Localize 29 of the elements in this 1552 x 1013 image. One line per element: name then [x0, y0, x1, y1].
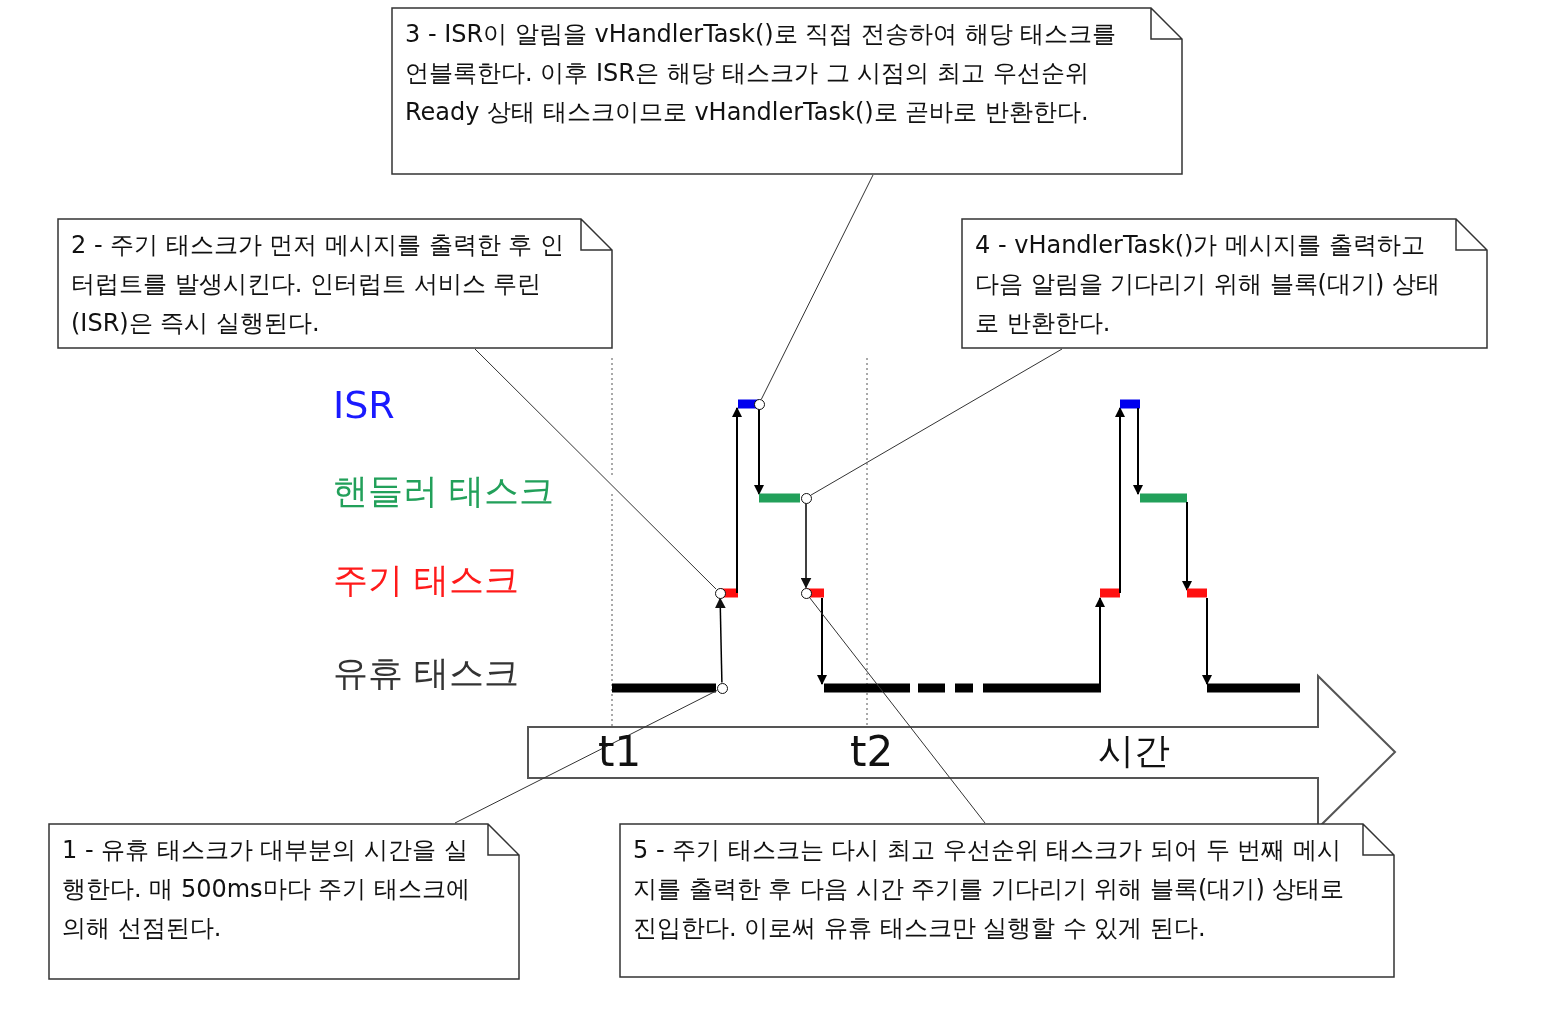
- row-label: 핸들러 태스크: [333, 470, 555, 513]
- row-label: 주기 태스크: [333, 559, 520, 602]
- note-text: 4 - vHandlerTask()가 메시지를 출력하고 다음 알림을 기다리기 위해 블록(대기) 상태로 반환한다.: [974, 230, 1441, 339]
- connection-point-circle: [714, 587, 726, 599]
- note-box: [57, 218, 613, 349]
- leader-line: [810, 348, 1063, 496]
- leader-line: [454, 690, 718, 824]
- time-marker-label: t1: [598, 727, 642, 776]
- arrow: [800, 502, 812, 589]
- note-box: [48, 823, 520, 980]
- note-text: 2 - 주기 태스크가 먼저 메시지를 출력한 후 인터럽트를 발생시킨다. 인터럽트 서비스 루린(ISR)은 즉시 실행된다.: [70, 230, 565, 339]
- connection-point-circle: [800, 492, 812, 504]
- leader-line: [808, 596, 986, 824]
- row-label: 유휴 태스크: [333, 652, 520, 695]
- note-box: [391, 7, 1183, 175]
- connection-point-circle: [800, 587, 812, 599]
- arrow: [714, 597, 726, 684]
- leader-line: [760, 174, 874, 400]
- note-text: 5 - 주기 태스크는 다시 최고 우선순위 태스크가 되어 두 번째 메시지를 출력한 후 다음 시간 주기를 기다리기 위해 블록(대기) 상태로 진입한다. 이로써 유휴 태스크만 실행할 수 있게 된다.: [632, 835, 1346, 944]
- note-text: 1 - 유휴 태스크가 대부분의 시간을 실행한다. 매 500ms마다 주기 태스크에 의해 선점된다.: [61, 835, 471, 944]
- axis-label: 시간: [1098, 729, 1170, 773]
- connection-point-circle: [716, 682, 728, 694]
- connection-point-circle: [753, 398, 765, 410]
- time-marker-label: t2: [850, 727, 894, 776]
- note-box: [619, 823, 1395, 978]
- note-text: 3 - ISR이 알림을 vHandlerTask()로 직접 전송하여 해당 태스크를 언블록한다. 이후 ISR은 해당 태스크가 그 시점의 최고 우선순위 Ready 상태 태스크이므로 vHandlerTask()로 곧바로 반환한다.: [404, 19, 1118, 128]
- note-box: [961, 218, 1488, 349]
- leader-line: [474, 348, 717, 590]
- row-label: ISR: [333, 383, 395, 427]
